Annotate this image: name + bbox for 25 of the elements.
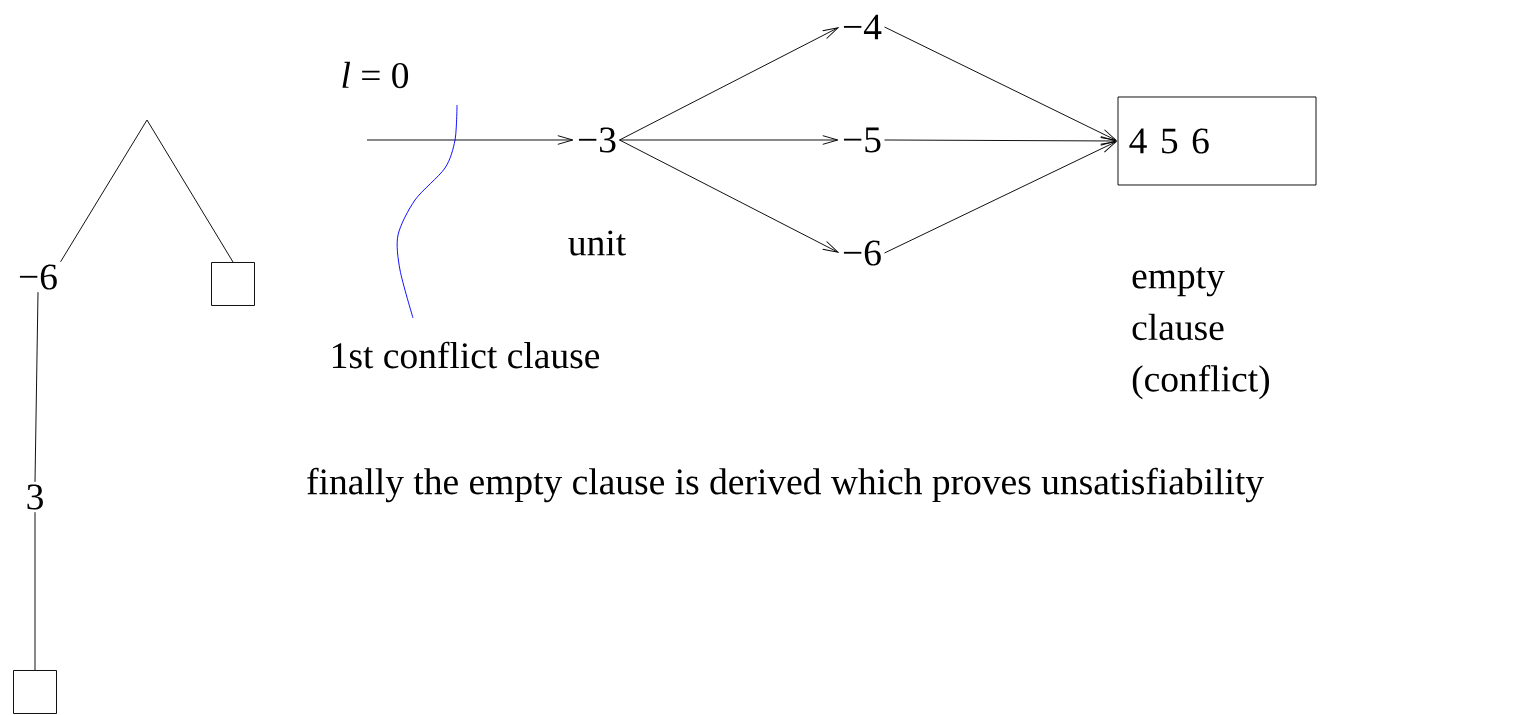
arrow <box>884 136 1117 146</box>
literal-label: −4 <box>843 14 882 40</box>
node-caption: unit <box>568 230 626 256</box>
literal-label: 3 <box>27 484 43 510</box>
node-caption: empty clause (conflict) <box>1132 267 1269 400</box>
literal-label: −3 <box>578 127 616 153</box>
cut-line <box>396 104 458 319</box>
tree-line <box>34 291 39 483</box>
note-text: finally the empty clause is derived which proves unsatisfiability <box>307 467 1264 503</box>
literal-label: −6 <box>19 264 57 290</box>
edge-label: l = 0 <box>342 61 409 89</box>
leaf-square <box>13 670 57 714</box>
literal-label: −6 <box>843 240 881 266</box>
clause-box: 4 5 6 <box>1117 96 1317 186</box>
arrow <box>366 135 574 145</box>
clause-label: 1st conflict clause <box>332 341 600 369</box>
literal-label: −5 <box>843 127 881 153</box>
arrow <box>619 135 839 145</box>
leaf-square <box>211 262 255 306</box>
arrow <box>884 26 1117 141</box>
arrow <box>884 141 1117 254</box>
tree-line <box>60 119 234 263</box>
arrow <box>619 27 839 141</box>
tree-line <box>34 511 36 671</box>
arrow <box>619 139 839 253</box>
